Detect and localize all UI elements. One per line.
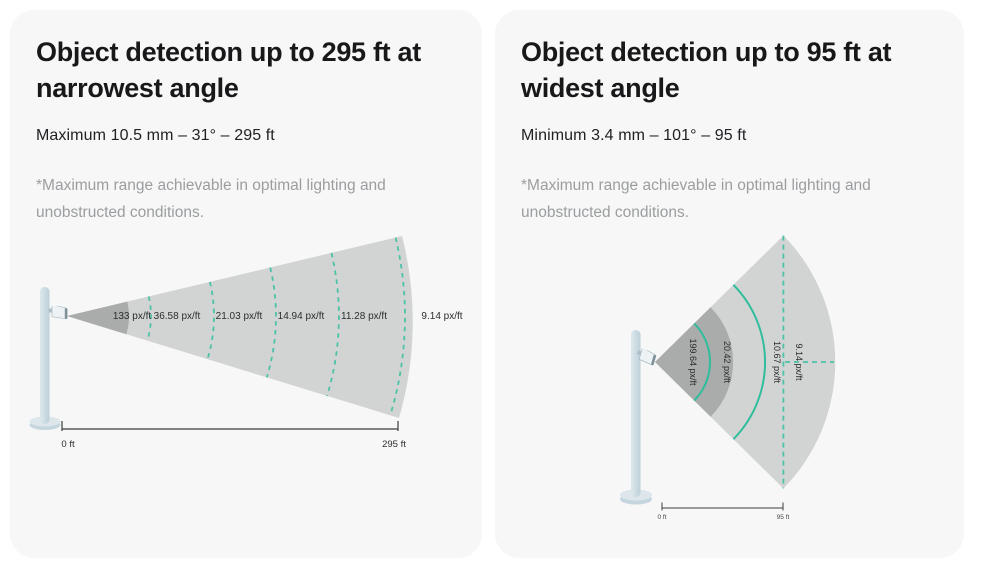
disclaimer-text: *Maximum range achievable in optimal lig… — [521, 176, 871, 221]
lens-spec-subtitle: Maximum 10.5 mm – 31° – 295 ft — [36, 126, 275, 144]
range-arcs-solid — [693, 284, 767, 440]
card-title: Object detection up to 295 ft at narrowe… — [36, 37, 421, 104]
disclaimer-text: *Maximum range achievable in optimal lig… — [36, 176, 386, 221]
near-zone-dark — [67, 301, 130, 335]
zone-label: 20.42 px/ft — [722, 341, 732, 384]
camera-icon — [48, 303, 68, 320]
detection-cone — [655, 235, 836, 489]
zone-label: 10.67 px/ft — [772, 341, 782, 384]
zone-label: 199.64 px/ft — [688, 338, 698, 386]
range-arcs-dashed — [146, 237, 406, 416]
distance-ruler — [661, 502, 784, 511]
camera-pole-illustration — [620, 330, 657, 505]
distance-ruler — [61, 421, 399, 431]
ruler-start-label: 0 ft — [61, 439, 75, 450]
ruler-start-label: 0 ft — [657, 514, 666, 521]
card-narrowest-angle: Object detection up to 295 ft at narrowe… — [10, 10, 482, 558]
zone-label: 9.14 px/ft — [794, 343, 804, 381]
detection-cone — [67, 236, 413, 418]
zone-label: 36.58 px/ft — [154, 311, 201, 322]
camera-pole-illustration — [29, 287, 68, 430]
wide-cone-diagram: 199.64 px/ft 20.42 px/ft 10.67 px/ft 9.1… — [620, 235, 836, 521]
narrow-cone-diagram: 133 px/ft 36.58 px/ft 21.03 px/ft 14.94 … — [29, 236, 463, 450]
lens-spec-subtitle: Minimum 3.4 mm – 101° – 95 ft — [521, 126, 747, 144]
zone-label: 9.14 px/ft — [421, 311, 462, 322]
zone-label: 11.28 px/ft — [341, 311, 387, 322]
cards-row: Object detection up to 295 ft at narrowe… — [10, 10, 964, 558]
ruler-end-label: 295 ft — [382, 439, 406, 450]
zone-label: 133 px/ft — [113, 311, 152, 322]
camera-icon — [636, 346, 657, 366]
zone-label: 14.94 px/ft — [278, 311, 325, 322]
card-widest-angle: Object detection up to 95 ft at widest a… — [495, 10, 964, 558]
card-title: Object detection up to 95 ft at widest a… — [521, 37, 892, 104]
range-lines-dashed — [782, 235, 834, 489]
near-zone-dark — [655, 307, 734, 417]
ruler-end-label: 95 ft — [777, 514, 790, 521]
zone-label: 21.03 px/ft — [216, 311, 263, 322]
